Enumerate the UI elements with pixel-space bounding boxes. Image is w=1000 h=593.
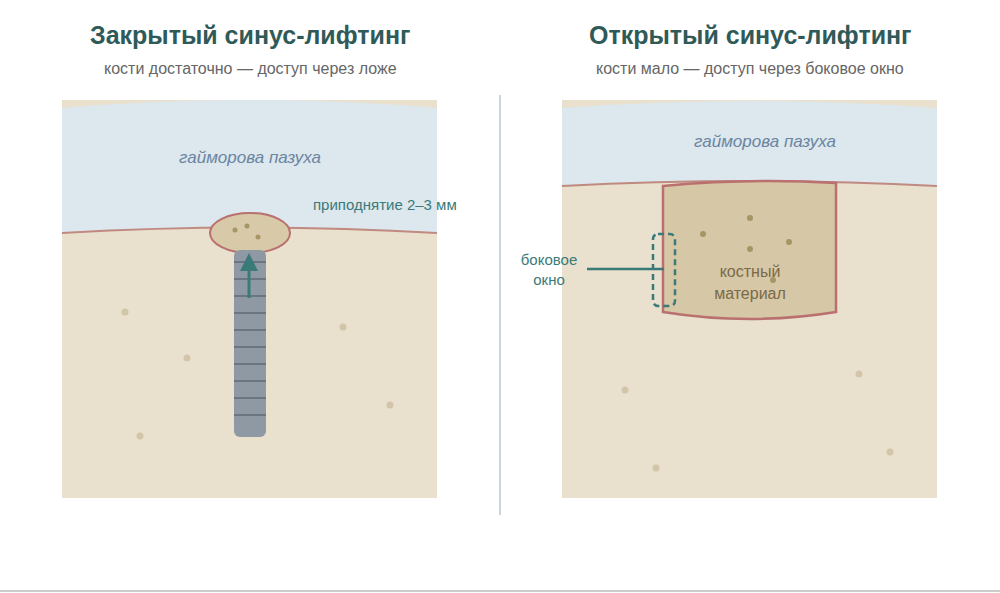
node-text: гайморова пазуха	[694, 131, 836, 154]
graft-box: костный материал	[698, 257, 802, 309]
implant-threads	[234, 262, 266, 415]
bone	[62, 100, 437, 498]
panel-subtitle: кости достаточно — доступ через ложе	[104, 59, 397, 80]
dimension-label: приподнятие 2–3 мм	[313, 195, 457, 215]
bone-dots	[622, 371, 894, 472]
sinus-band: гайморова пазуха	[175, 143, 325, 174]
node-text: гайморова пазуха	[179, 147, 321, 170]
sinus-band	[562, 101, 937, 186]
panel-title: Открытый синус-лифтинг	[589, 19, 912, 52]
bottom-rule	[0, 591, 1000, 592]
lift-arrow	[248, 262, 251, 298]
leader-line	[587, 268, 664, 271]
graft-region	[663, 181, 836, 319]
lifted-graft	[210, 213, 290, 253]
implant	[234, 250, 266, 437]
panel-subtitle: кости мало — доступ через боковое окно	[596, 59, 904, 80]
bone	[562, 100, 937, 498]
callout-label: боковое окно	[512, 250, 586, 289]
panel-title: Закрытый синус-лифтинг	[90, 19, 410, 52]
divider	[499, 95, 501, 515]
graft-dots	[233, 224, 261, 240]
sinus-band: гайморова пазуха	[690, 127, 840, 158]
node-text: костный материал	[702, 261, 798, 304]
